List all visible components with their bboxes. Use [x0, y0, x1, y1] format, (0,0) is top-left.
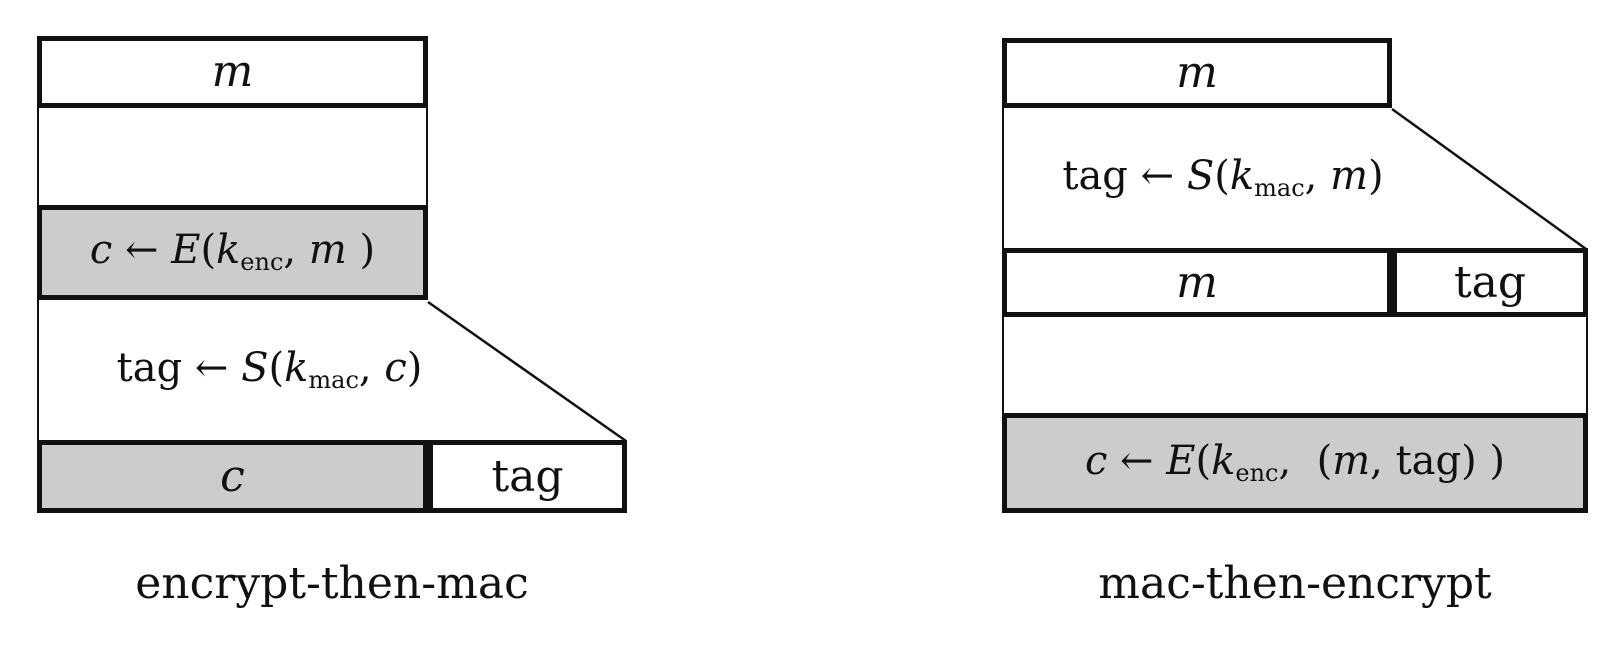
etm-sign-formula: tag ← S(kmac, c)	[116, 344, 423, 395]
mte-message-label: m	[1176, 47, 1218, 98]
mte-encrypt-formula: c ← E(kenc, (m, tag) )	[1084, 437, 1506, 488]
etm-sign-region: tag ← S(kmac, c)	[37, 300, 500, 440]
mte-caption: mac-then-encrypt	[1098, 558, 1492, 609]
mte-sign-formula: tag ← S(kmac, m)	[1062, 152, 1384, 203]
etm-output-cipher-label: c	[220, 450, 245, 502]
mte-row-message-label: m	[1176, 256, 1218, 308]
etm-output-tag-label: tag	[491, 450, 564, 502]
mte-sign-region: tag ← S(kmac, m)	[1002, 108, 1442, 248]
etm-output-cipher-cell: c	[37, 440, 428, 513]
mte-message-box: m	[1002, 38, 1392, 108]
mte-connector-bottom	[1002, 317, 1588, 413]
mte-row-tag-cell: tag	[1392, 248, 1588, 317]
etm-encrypt-formula: c ← E(kenc, m )	[89, 227, 376, 277]
mte-row-message-cell: m	[1002, 248, 1392, 317]
mte-encrypt-box: c ← E(kenc, (m, tag) )	[1002, 413, 1588, 513]
etm-connector-top	[37, 108, 428, 205]
etm-encrypt-box: c ← E(kenc, m )	[37, 205, 428, 300]
etm-message-label: m	[211, 46, 254, 97]
etm-caption: encrypt-then-mac	[135, 558, 529, 609]
mte-row-tag-label: tag	[1453, 256, 1527, 308]
etm-output-tag-cell: tag	[428, 440, 627, 513]
etm-message-box: m	[37, 36, 428, 108]
